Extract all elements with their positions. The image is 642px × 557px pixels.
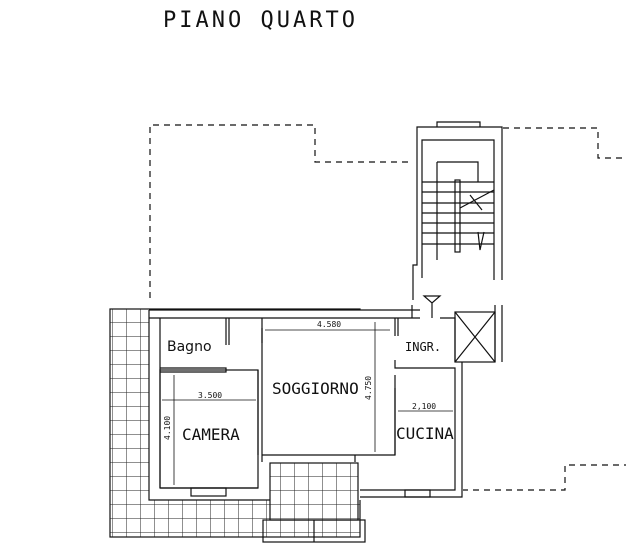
dimension-cucina-width: 2,100	[412, 402, 437, 411]
page-title: PIANO QUARTO	[163, 8, 358, 33]
dimension-camera-width: 3.500	[198, 391, 223, 400]
entry-arrow-icon	[422, 295, 442, 318]
room-label-cucina: CUCINA	[396, 424, 454, 443]
stair-steps	[422, 161, 494, 260]
balcony	[269, 462, 359, 521]
room-label-camera: CAMERA	[182, 425, 240, 444]
bagno-walls	[160, 318, 263, 455]
soggiorno-walls	[261, 318, 399, 462]
room-label-soggiorno: SOGGIORNO	[272, 379, 359, 398]
dimension-soggiorno-depth: 4.750	[364, 375, 373, 400]
neighbor-outline	[149, 124, 626, 491]
room-label-bagno: Bagno	[167, 339, 212, 355]
dimension-camera-depth: 4.100	[163, 415, 172, 440]
room-label-ingresso: INGR.	[405, 340, 442, 354]
exterior-wall	[148, 309, 420, 501]
stair-tower	[412, 121, 503, 300]
dimension-soggiorno-width: 4.580	[317, 320, 342, 329]
